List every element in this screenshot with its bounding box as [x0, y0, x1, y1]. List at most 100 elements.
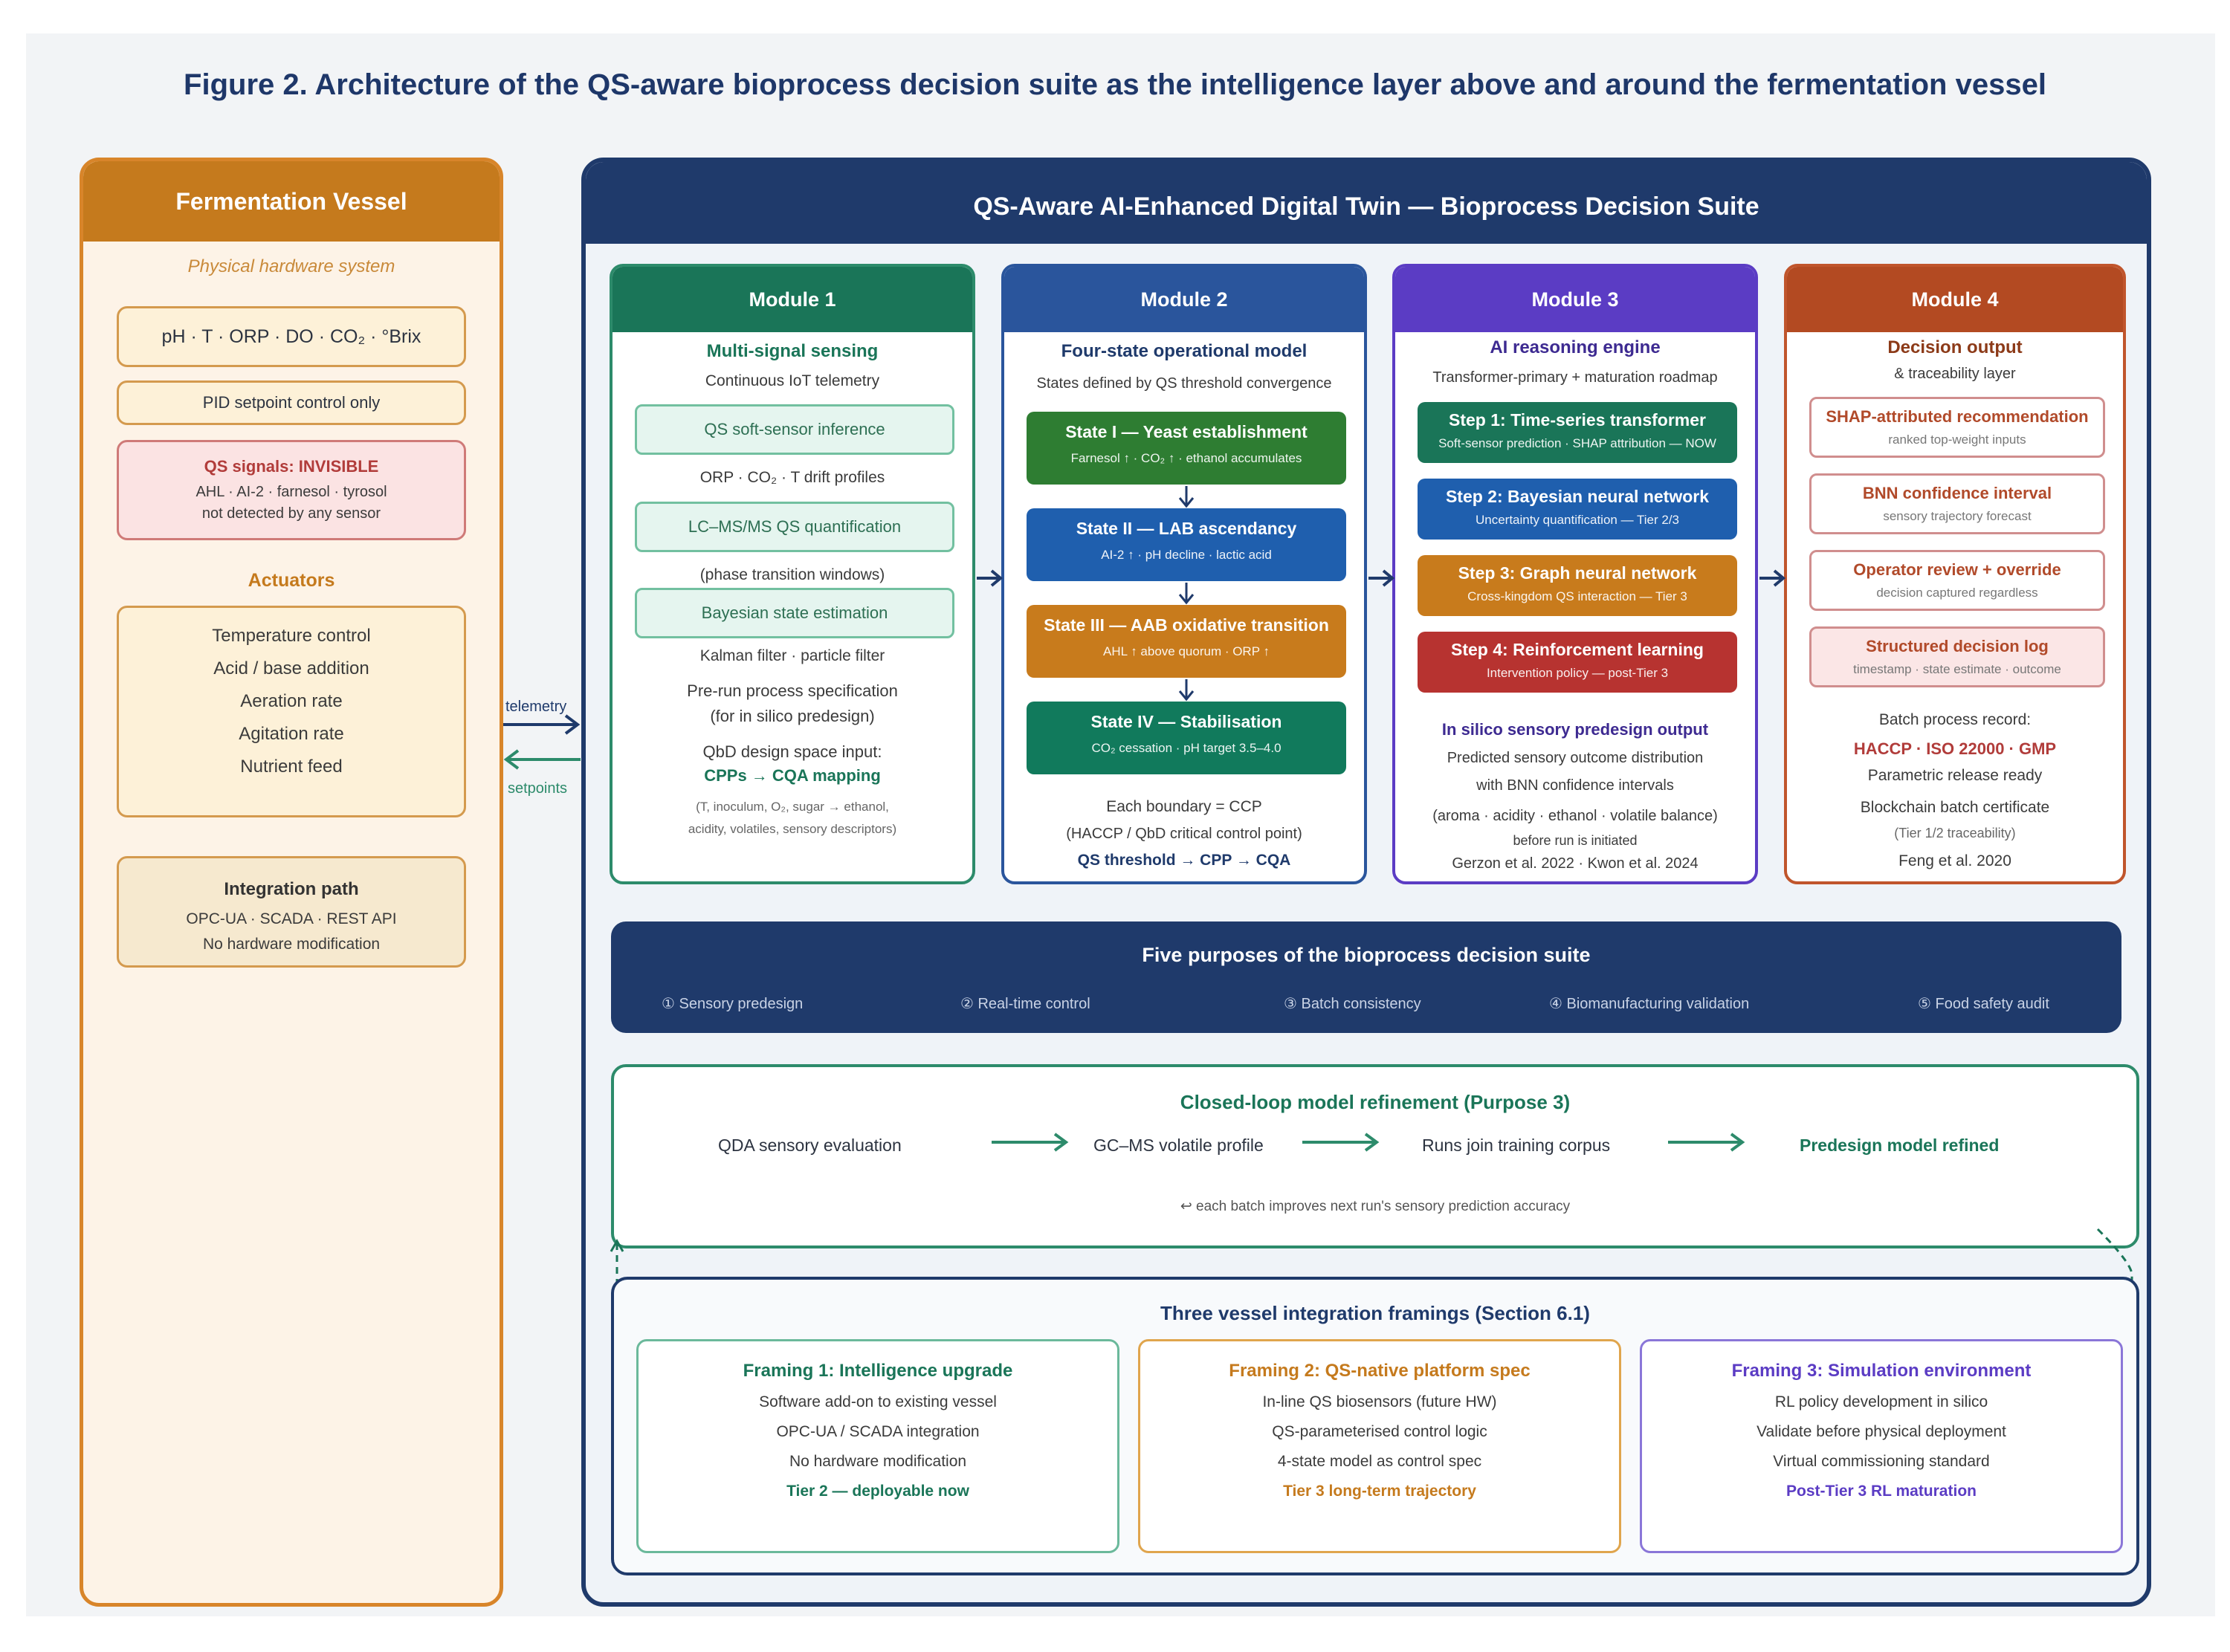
pid-label: PID setpoint control only — [202, 393, 381, 412]
vessel-integration-framings: Three vessel integration framings (Secti… — [611, 1277, 2139, 1575]
module-2-subtitle: States defined by QS threshold convergen… — [1036, 375, 1332, 392]
framings-title: Three vessel integration framings (Secti… — [1160, 1302, 1590, 1324]
framing-2-title: Framing 2: QS-native platform spec — [1229, 1361, 1531, 1381]
module-3: Module 3 AI reasoning engine Transformer… — [1392, 264, 1758, 884]
qbd-input: QbD design space input: — [702, 742, 882, 761]
actuator-item: Temperature control — [212, 626, 371, 646]
output-detail: sensory trajectory forecast — [1883, 509, 2032, 523]
qs-signals-note: not detected by any sensor — [201, 505, 381, 522]
qbd-detail-1: (T, inoculum, O₂, sugar → ethanol, — [696, 800, 889, 814]
framing-line: No hardware modification — [789, 1453, 967, 1470]
batch-record: Batch process record: — [1878, 711, 2032, 728]
integration-path-box: Integration path OPC-UA · SCADA · REST A… — [117, 856, 466, 968]
suite-header: QS-Aware AI-Enhanced Digital Twin — Biop… — [586, 162, 2147, 244]
step-2-detail: Uncertainty quantification — Tier 2/3 — [1475, 513, 1680, 527]
output-title: Operator review + override — [1853, 560, 2061, 579]
framing-2: Framing 2: QS-native platform spec In-li… — [1138, 1339, 1621, 1553]
actuator-item: Nutrient feed — [240, 757, 343, 777]
module-4-header: Module 4 — [1787, 267, 2123, 332]
qs-molecules: AHL · AI-2 · farnesol · tyrosol — [195, 484, 387, 500]
loop-step-refined: Predesign model refined — [1800, 1136, 2000, 1155]
fermentation-vessel-panel: Fermentation Vessel Physical hardware sy… — [80, 158, 503, 1607]
state-1-title: State I — Yeast establishment — [1065, 422, 1308, 441]
state-1: State I — Yeast establishment Farnesol ↑… — [1027, 412, 1346, 485]
sensor-box: pH · T · ORP · DO · CO₂ · °Brix — [117, 306, 466, 367]
integration-note: No hardware modification — [202, 936, 381, 953]
integration-protocols: OPC-UA · SCADA · REST API — [186, 910, 397, 927]
module-3-header: Module 3 — [1395, 267, 1755, 332]
purpose-item: ② Real-time control — [960, 996, 1090, 1012]
actuator-item: Aeration rate — [240, 691, 343, 711]
setpoints-arrowhead — [503, 749, 520, 770]
framing-1: Framing 1: Intelligence upgrade Software… — [636, 1339, 1119, 1553]
module-1-header: Module 1 — [613, 267, 972, 332]
qs-soft-sensor-box: QS soft-sensor inference — [635, 404, 954, 455]
standards: HACCP · ISO 22000 · GMP — [1853, 739, 2057, 758]
state-2-title: State II — LAB ascendancy — [1076, 519, 1297, 538]
sensor-list: pH · T · ORP · DO · CO₂ · °Brix — [161, 326, 421, 347]
module-1-title: Multi-signal sensing — [706, 341, 879, 361]
framing-line: Validate before physical deployment — [1756, 1423, 2006, 1440]
output-operator-review: Operator review + override decision capt… — [1809, 550, 2105, 611]
purpose-item: ⑤ Food safety audit — [1918, 996, 2049, 1012]
step-4-title: Step 4: Reinforcement learning — [1451, 640, 1704, 659]
pid-box: PID setpoint control only — [117, 380, 466, 425]
state-4-title: State IV — Stabilisation — [1090, 712, 1282, 731]
step-1: Step 1: Time-series transformer Soft-sen… — [1418, 402, 1737, 463]
lcms-box: LC–MS/MS QS quantification — [635, 502, 954, 552]
loop-step-corpus: Runs join training corpus — [1422, 1136, 1611, 1155]
module-2-title: Four-state operational model — [1061, 341, 1308, 361]
step-1-detail: Soft-sensor prediction · SHAP attributio… — [1438, 436, 1716, 450]
loop-return-arrowhead — [610, 1238, 624, 1252]
module-2-header: Module 2 — [1004, 267, 1364, 332]
bayesian-state-note: Kalman filter · particle filter — [699, 647, 885, 664]
module-4-subtitle: & traceability layer — [1894, 366, 2016, 382]
pre-run-spec: Pre-run process specification — [687, 681, 898, 700]
actuator-item: Agitation rate — [239, 724, 344, 744]
framing-line: Software add-on to existing vessel — [759, 1393, 997, 1410]
five-purposes-bar: Five purposes of the bioprocess decision… — [611, 921, 2121, 1033]
lcms-note: (phase transition windows) — [699, 566, 885, 583]
integration-title: Integration path — [224, 879, 359, 899]
predesign-output-title: In silico sensory predesign output — [1441, 720, 1709, 739]
closed-loop-refinement: Closed-loop model refinement (Purpose 3)… — [611, 1064, 2139, 1248]
predesign-output-line: (aroma · acidity · ethanol · volatile ba… — [1432, 808, 1718, 824]
predesign-output-line: with BNN confidence intervals — [1476, 777, 1674, 794]
framing-2-emphasis: Tier 3 long-term trajectory — [1283, 1483, 1476, 1500]
actuators-box: Temperature control Acid / base addition… — [117, 606, 466, 817]
loop-return-arc — [2096, 1228, 2133, 1281]
module-flow-arrows — [977, 569, 1786, 587]
step-3-detail: Cross-kingdom QS interaction — Tier 3 — [1467, 589, 1687, 603]
predesign-output-line: before run is initiated — [1513, 833, 1638, 848]
output-shap-recommendation: SHAP-attributed recommendation ranked to… — [1809, 397, 2105, 458]
step-2: Step 2: Bayesian neural network Uncertai… — [1418, 479, 1737, 540]
vessel-suite-link-arrows — [503, 714, 581, 770]
framing-1-emphasis: Tier 2 — deployable now — [786, 1483, 969, 1500]
module-4-title: Decision output — [1887, 337, 2023, 357]
module-1-subtitle: Continuous IoT telemetry — [705, 372, 880, 389]
purpose-item: ① Sensory predesign — [662, 996, 804, 1012]
step-4-detail: Intervention policy — post-Tier 3 — [1486, 666, 1669, 680]
telemetry-label: telemetry — [505, 699, 567, 715]
state-4-detail: CO₂ cessation · pH target 3.5–4.0 — [1091, 741, 1282, 755]
purpose-item: ③ Batch consistency — [1284, 996, 1421, 1012]
step-2-title: Step 2: Bayesian neural network — [1445, 487, 1710, 506]
state-4: State IV — Stabilisation CO₂ cessation ·… — [1027, 702, 1346, 774]
framing-1-title: Framing 1: Intelligence upgrade — [743, 1361, 1013, 1381]
output-title: BNN confidence interval — [1862, 484, 2052, 502]
output-title: SHAP-attributed recommendation — [1826, 407, 2089, 426]
module-1: Module 1 Multi-signal sensing Continuous… — [610, 264, 975, 884]
qs-soft-sensor-note: ORP · CO₂ · T drift profiles — [699, 469, 885, 486]
framing-3: Framing 3: Simulation environment RL pol… — [1640, 1339, 2123, 1553]
state-3: State III — AAB oxidative transition AHL… — [1027, 605, 1346, 678]
module-4: Module 4 Decision output & traceability … — [1784, 264, 2126, 884]
state-3-title: State III — AAB oxidative transition — [1044, 615, 1329, 635]
actuators-title: Actuators — [248, 570, 335, 591]
step-3: Step 3: Graph neural network Cross-kingd… — [1418, 555, 1737, 616]
boundary-ccp: Each boundary = CCP — [1106, 798, 1262, 815]
predesign-output-line: Predicted sensory outcome distribution — [1447, 750, 1704, 766]
module-2: Module 2 Four-state operational model St… — [1001, 264, 1367, 884]
framing-line: OPC-UA / SCADA integration — [776, 1423, 980, 1440]
purposes-title: Five purposes of the bioprocess decision… — [1142, 944, 1591, 966]
qs-signals-box: QS signals: INVISIBLE AHL · AI-2 · farne… — [117, 440, 466, 540]
